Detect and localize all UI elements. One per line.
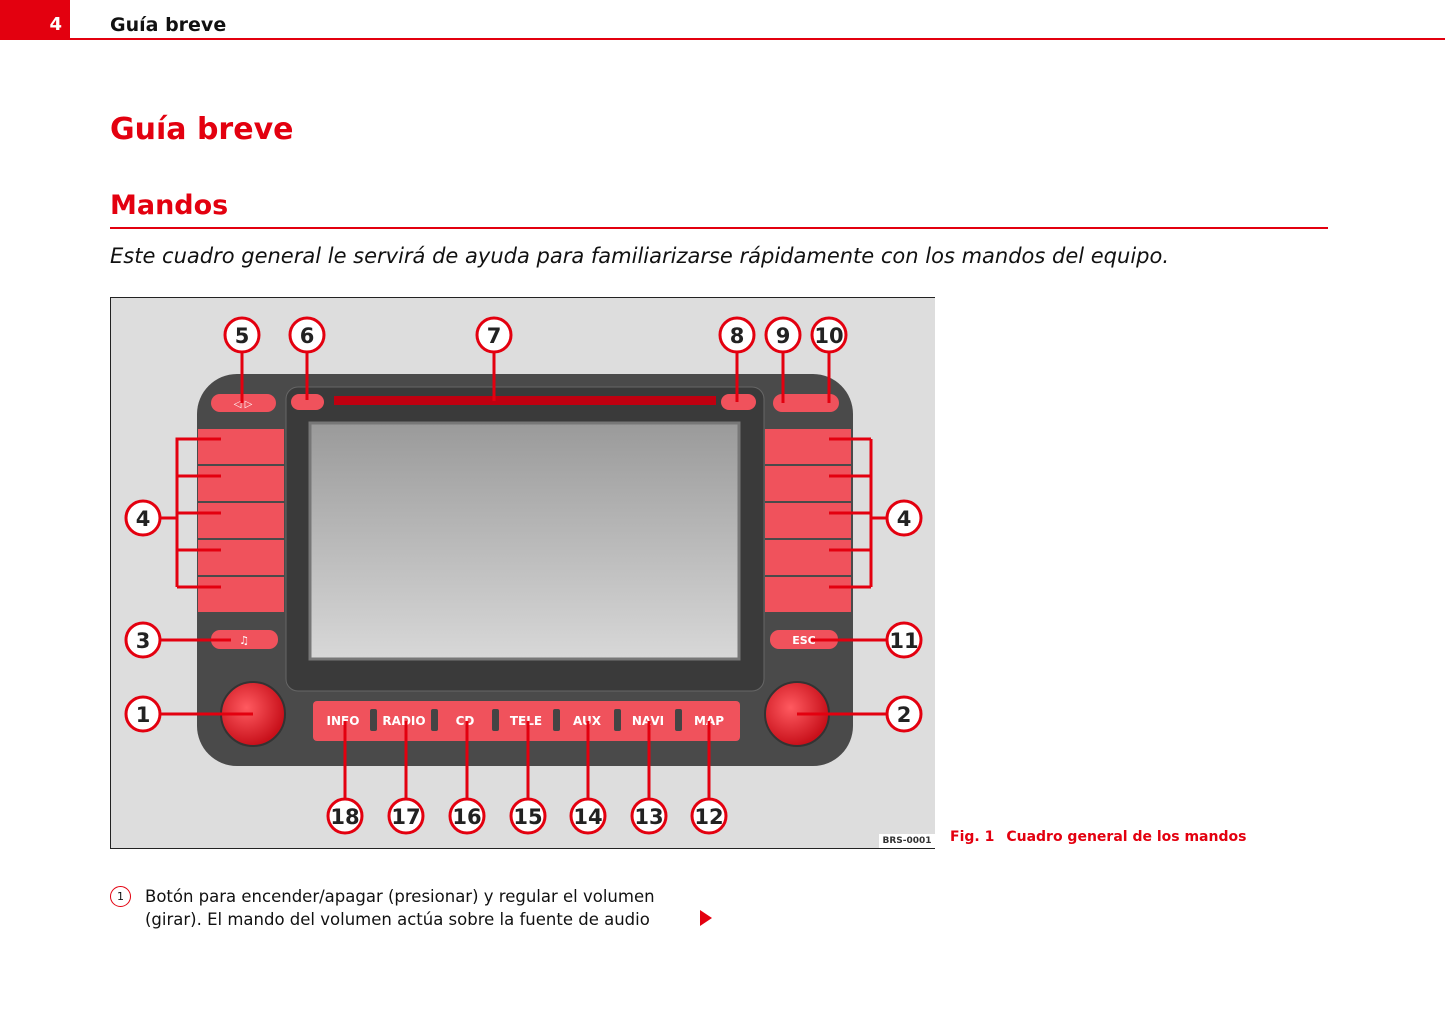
callout-number: 6 [300,324,315,348]
callout-number: 4 [897,507,912,531]
callout-number: 17 [391,805,420,829]
cd-slot [334,396,716,405]
header-rule [70,38,1445,40]
caption-text: Cuadro general de los mandos [1006,829,1247,845]
music-note-icon: ♫ [239,634,249,647]
callout-number: 4 [136,507,151,531]
callout-number: 15 [513,805,542,829]
callout-circle [509,797,547,835]
menu-button-right[interactable] [765,577,851,612]
callout-circle [810,316,848,354]
callout-circle [475,316,513,354]
menu-button-left[interactable] [198,540,284,575]
callout-number: 11 [889,629,918,653]
menu-button-left[interactable] [198,429,284,464]
callout-circle [223,316,261,354]
display-screen [308,421,741,661]
section-rule [110,227,1328,229]
callout-circle [690,797,728,835]
menu-button-right[interactable] [765,466,851,501]
seek-arrows-icon: ◁ ▷ [234,399,253,410]
callout-circle [124,621,162,659]
callout-circle [326,797,364,835]
callout-number: 18 [330,805,359,829]
button-9-10 [773,394,839,412]
page-title: Guía breve [110,112,294,147]
esc-button [770,630,838,649]
menu-button-left[interactable] [198,503,284,538]
callout-number: 2 [897,703,912,727]
item-text: Botón para encender/apagar (presionar) y… [145,887,655,929]
menu-button-right[interactable] [765,503,851,538]
button-cd[interactable]: CD [456,714,475,728]
callout-circle [569,797,607,835]
callout-number: 5 [235,324,250,348]
callout-circle [288,316,326,354]
intro-text: Este cuadro general le servirá de ayuda … [110,244,1170,268]
button-radio[interactable]: RADIO [382,714,425,728]
callout-circle [124,695,162,733]
eject-button [291,394,324,410]
caption-label: Fig. 1 [950,829,995,845]
callout-circle [885,695,923,733]
callout-number: 9 [776,324,791,348]
continue-arrow-icon [700,910,712,926]
callout-number: 14 [573,805,602,829]
page-number: 4 [0,0,70,40]
item-number: 1 [110,886,131,907]
callout-number: 3 [136,629,151,653]
callout-number: 12 [694,805,723,829]
callout-number: 1 [136,703,151,727]
callout-circle [124,499,162,537]
button-tele[interactable]: TELE [510,714,542,728]
button-info[interactable]: INFO [327,714,360,728]
section-title: Mandos [110,190,229,221]
callout-circle [885,621,923,659]
callout-number: 13 [634,805,663,829]
figure-caption: Fig. 1 Cuadro general de los mandos [950,829,1258,845]
callout-number: 8 [730,324,745,348]
menu-button-left[interactable] [198,466,284,501]
menu-button-right[interactable] [765,540,851,575]
figure-reference: BRS-0001 [879,834,935,849]
callout-circle [718,316,756,354]
callout-circle [764,316,802,354]
callout-number: 16 [452,805,481,829]
menu-button-left[interactable] [198,577,284,612]
menu-button-right[interactable] [765,429,851,464]
callout-circle [630,797,668,835]
callout-circle [448,797,486,835]
audio-button [211,630,278,649]
callout-circle [885,499,923,537]
esc-label: ESC [792,634,816,647]
header-title: Guía breve [110,14,227,36]
callout-number: 7 [487,324,502,348]
callout-circle [387,797,425,835]
callout-number: 10 [814,324,843,348]
